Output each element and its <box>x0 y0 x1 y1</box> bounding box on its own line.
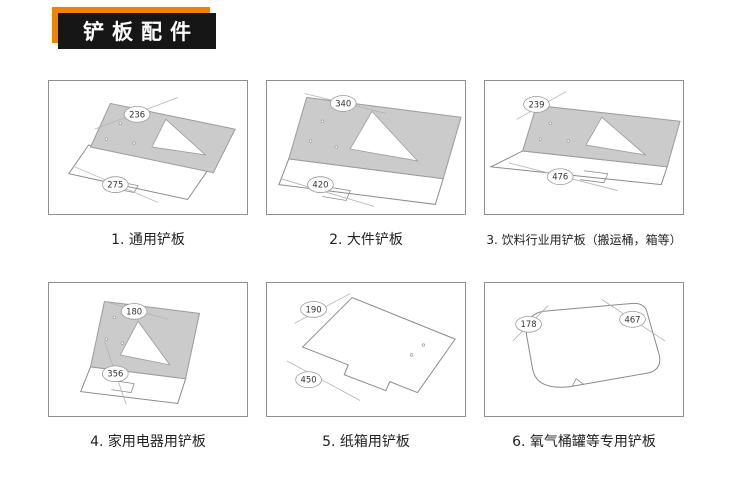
plate-drawing-1: 236 275 <box>67 97 236 203</box>
product-figure-6: 178 467 <box>484 282 684 417</box>
product-cell-2: 340 420 2. 大件铲板 <box>266 80 466 249</box>
product-cell-5: 190 450 5. 纸箱用铲板 <box>266 282 466 451</box>
figure-caption-4: 4. 家用电器用铲板 <box>90 434 206 450</box>
plate-drawing-4: 180 356 <box>79 300 201 405</box>
dimension-value: 239 <box>528 99 544 109</box>
figure-caption-5: 5. 纸箱用铲板 <box>322 434 410 450</box>
dimension-bubble <box>120 303 148 320</box>
figure-caption-1: 1. 通用铲板 <box>111 232 185 248</box>
dimension-bubble <box>523 96 550 113</box>
dimension-bubble <box>619 310 646 328</box>
dimension-bubble <box>515 315 542 333</box>
dimension-value: 236 <box>129 109 145 119</box>
plate-drawing-2: 340 420 <box>278 93 462 207</box>
dimension-value: 356 <box>107 369 123 379</box>
dimension-value: 190 <box>306 304 322 314</box>
dimension-bubble <box>102 176 129 193</box>
plate-drawing-6: 178 467 <box>512 299 666 388</box>
title-banner: 铲板配件 <box>52 7 216 49</box>
product-cell-3: 239 476 3. 饮料行业用铲板（搬运桶，箱等） <box>484 80 684 248</box>
product-figure-4: 180 356 <box>48 282 248 417</box>
figure-caption-3: 3. 饮料行业用铲板（搬运桶，箱等） <box>486 233 682 247</box>
dimension-value: 180 <box>126 306 142 316</box>
dimension-value: 467 <box>624 314 640 324</box>
dimension-value: 420 <box>312 180 328 190</box>
dimension-value: 178 <box>521 319 537 329</box>
figure-caption-6: 6. 氧气桶罐等专用铲板 <box>512 434 656 450</box>
dimension-value: 450 <box>301 375 317 385</box>
figure-caption-2: 2. 大件铲板 <box>329 232 403 248</box>
dimension-value: 275 <box>107 180 123 190</box>
page-title: 铲板配件 <box>58 13 216 49</box>
dimension-bubble <box>102 365 129 383</box>
dimension-bubble <box>300 301 327 318</box>
dimension-bubble <box>295 371 322 389</box>
product-figure-2: 340 420 <box>266 80 466 215</box>
product-figure-3: 239 476 <box>484 80 684 215</box>
product-cell-6: 178 467 6. 氧气桶罐等专用铲板 <box>484 282 684 451</box>
product-cell-1: 236 275 1. 通用铲板 <box>48 80 248 249</box>
dimension-value: 340 <box>335 98 351 108</box>
dimension-value: 476 <box>552 172 568 182</box>
plate-drawing-5: 190 450 <box>286 293 456 401</box>
product-figure-5: 190 450 <box>266 282 466 417</box>
dimension-bubble <box>329 95 357 112</box>
plate-drawing-3: 239 476 <box>489 91 681 191</box>
dimension-bubble <box>307 176 334 193</box>
product-figure-1: 236 275 <box>48 80 248 215</box>
dimension-bubble <box>546 168 574 186</box>
product-cell-4: 180 356 4. 家用电器用铲板 <box>48 282 248 451</box>
dimension-bubble <box>123 106 151 123</box>
